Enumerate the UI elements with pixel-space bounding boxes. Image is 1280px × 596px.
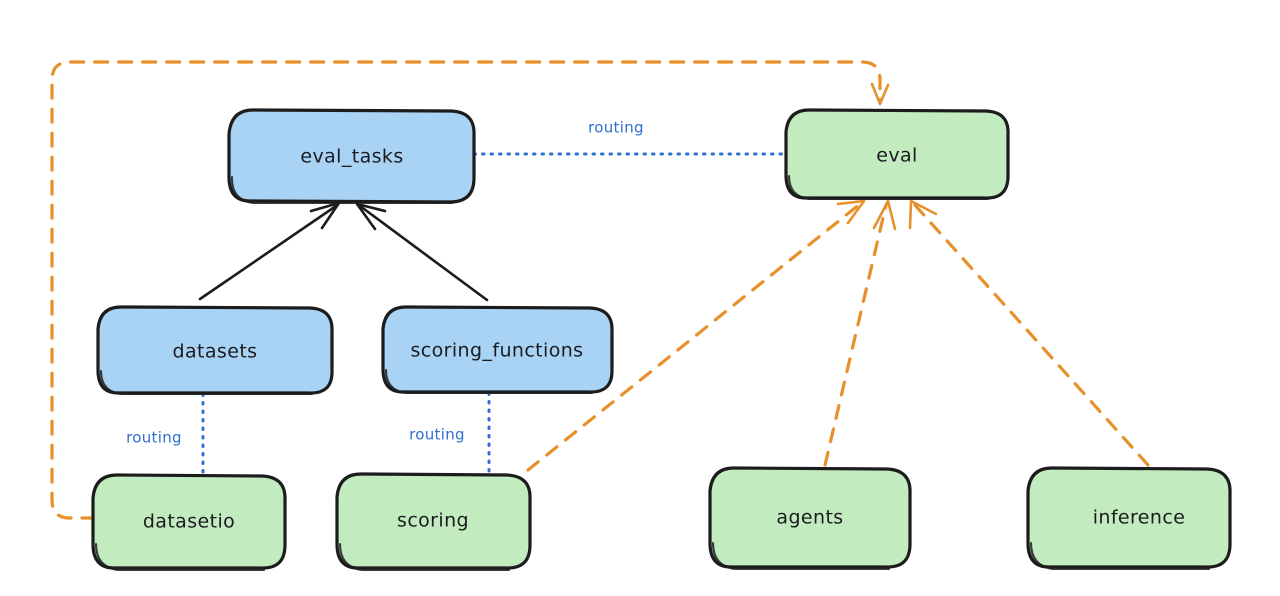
edge-inference-eval-arrowhead [908,199,938,230]
edge-agents-eval-line [823,203,888,467]
node-inference-shape [1028,468,1230,567]
node-scoring-functions-outline [381,305,614,394]
node-datasets[interactable]: datasets [96,305,334,396]
node-eval-tasks-label: eval_tasks [300,146,403,168]
node-datasetio-outline-sketch [94,542,266,572]
node-scoring-outline-sketch [338,542,511,572]
node-inference-outline [1026,466,1232,569]
node-agents-shape [710,468,910,567]
node-datasets-label: datasets [173,341,258,363]
node-eval[interactable]: eval [784,108,1010,201]
edge-datasets-eval-tasks[interactable] [198,201,341,301]
node-eval-outline [784,108,1010,200]
edge-agents-eval[interactable] [823,199,897,467]
node-scoring-functions-label: scoring_functions [411,340,584,362]
node-agents-label: agents [776,507,843,529]
node-eval-label: eval [876,145,917,167]
node-scoring[interactable]: scoring [335,472,532,572]
edge-label-routing-scoring: routing [409,426,465,444]
edge-agents-eval-arrowhead [872,199,897,231]
edge-datasetio-eval-arrowhead [870,82,890,106]
node-datasetio-label: datasetio [143,511,235,533]
edge-scoring-functions-scoring[interactable]: routing [409,391,491,477]
edge-inference-eval-line [912,202,1150,467]
node-eval-tasks-shape [229,110,474,202]
edge-datasets-eval-tasks-line [198,204,338,301]
node-datasetio-shape [93,475,285,568]
node-eval-shape [786,110,1008,198]
edge-scoring-eval-line [526,202,862,472]
node-eval-outline-sketch [787,174,990,201]
edge-scoring-functions-eval-tasks-line [358,204,489,302]
edge-datasets-datasetio[interactable]: routing [126,392,205,478]
node-inference-label: inference [1093,507,1186,529]
edge-group-dependency [50,60,1150,520]
edge-eval-tasks-eval[interactable]: routing [472,119,788,156]
node-agents-outline [708,466,912,569]
node-scoring-label: scoring [397,510,469,532]
edge-group-composition [198,201,489,302]
node-datasetio-outline [91,473,287,570]
node-inference-outline-sketch [1029,541,1211,571]
node-scoring-functions[interactable]: scoring_functions [381,305,614,395]
edge-scoring-functions-eval-tasks[interactable] [355,202,489,302]
node-scoring-outline [335,472,532,570]
edge-inference-eval[interactable] [908,199,1150,467]
node-agents[interactable]: agents [708,466,912,571]
node-scoring-functions-outline-sketch [384,368,594,395]
node-agents-outline-sketch [711,541,891,571]
edge-datasetio-eval[interactable] [50,60,890,520]
node-eval-tasks[interactable]: eval_tasks [227,108,476,205]
node-datasets-shape [98,307,332,393]
edge-group-routing: routing routing routing [126,119,788,478]
edge-scoring-eval-arrowhead [836,199,866,225]
node-eval-tasks-outline-sketch [230,175,454,205]
node-datasetio[interactable]: datasetio [91,473,287,572]
edge-label-routing-eval: routing [588,119,644,137]
node-scoring-functions-shape [383,307,612,392]
node-datasets-outline-sketch [99,369,314,396]
edge-scoring-eval[interactable] [526,199,866,472]
edge-scoring-functions-eval-tasks-arrowhead [355,202,387,231]
node-scoring-shape [337,474,530,568]
node-inference[interactable]: inference [1026,466,1232,571]
edge-label-routing-datasetio: routing [126,429,182,447]
node-datasets-outline [96,305,334,395]
edge-datasetio-eval-line [50,60,882,520]
